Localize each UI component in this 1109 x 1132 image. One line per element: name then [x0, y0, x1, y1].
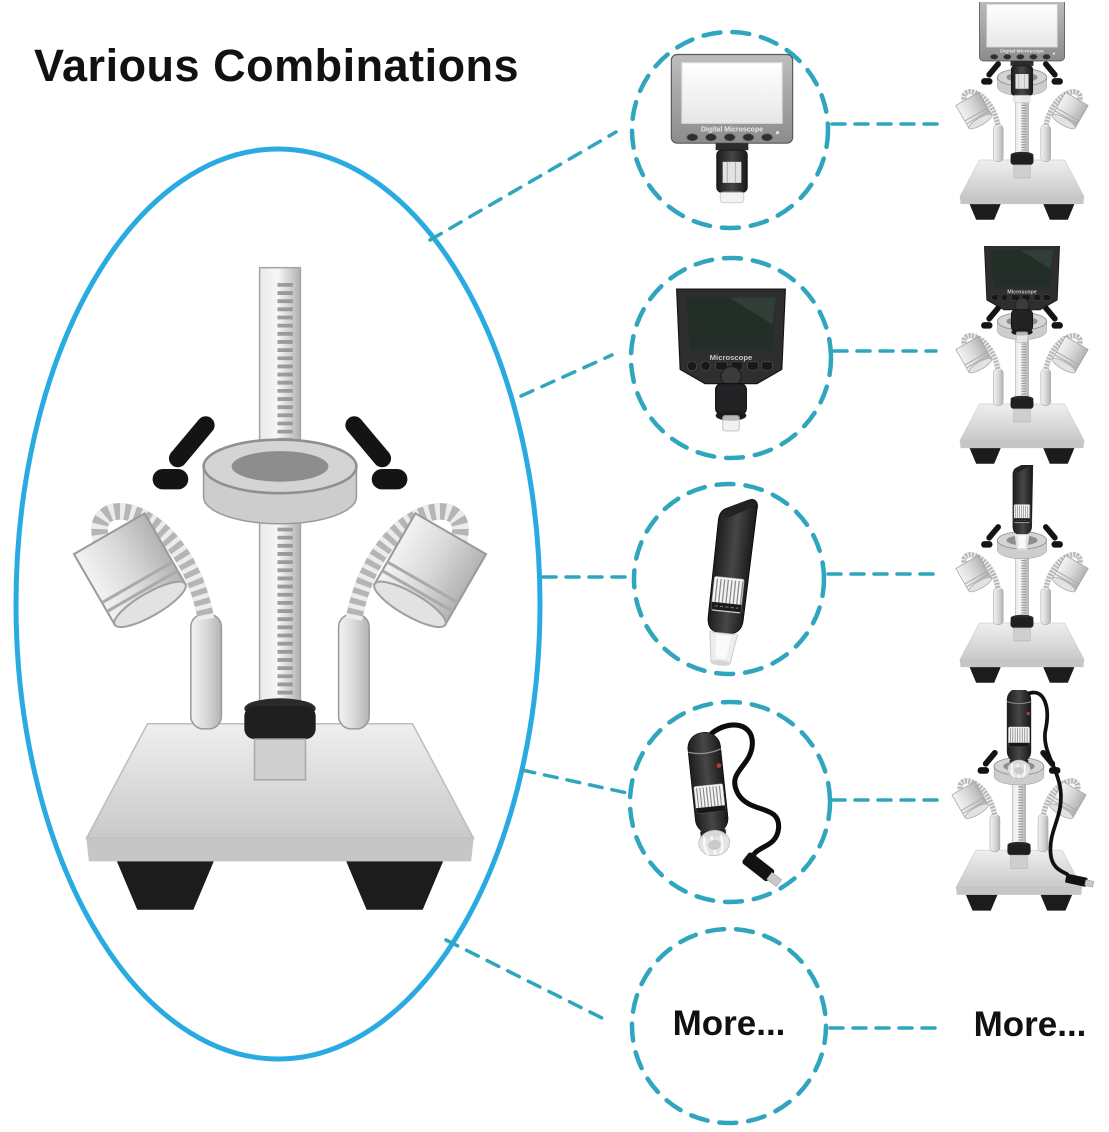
connector-hero-to-circle-4 [520, 768, 629, 795]
handheld-pen-microscope-icon [686, 492, 772, 672]
option-circle-1 [629, 29, 831, 231]
page-title: Various Combinations [34, 40, 520, 91]
hero-ellipse-highlight [13, 146, 543, 1062]
option-dashed-circles [627, 29, 834, 1126]
more-options-label: More... [672, 1004, 786, 1043]
option-circle-4 [627, 699, 833, 905]
usb-cable [1027, 690, 1069, 877]
connector-hero-to-circle-1 [428, 130, 618, 242]
option-circle-3 [631, 481, 827, 677]
option-circle-2 [628, 255, 834, 461]
microscope-stand-with-led-lights-icon [25, 232, 535, 920]
usb-microscope-with-cable-icon [685, 722, 782, 887]
more-results-label: More... [973, 1005, 1087, 1044]
lcd-digital-microscope-icon [662, 52, 802, 204]
option-circle-more [629, 926, 829, 1126]
stand-with-pen-microscope-icon [940, 465, 1104, 686]
stand-with-usb-microscope-icon [934, 690, 1095, 914]
connector-hero-to-circle-2 [519, 353, 614, 398]
usb-plug [1065, 873, 1095, 888]
connector-hero-to-circle-more [444, 938, 612, 1024]
dashed-connector-lines [428, 122, 944, 1030]
stand-with-lcd-digital-microscope-icon [940, 2, 1104, 223]
dark-lcd-microscope-icon [660, 282, 802, 438]
usb-plug [742, 852, 782, 887]
stand-with-dark-lcd-microscope-icon [940, 246, 1104, 467]
usb-cable [709, 722, 782, 866]
